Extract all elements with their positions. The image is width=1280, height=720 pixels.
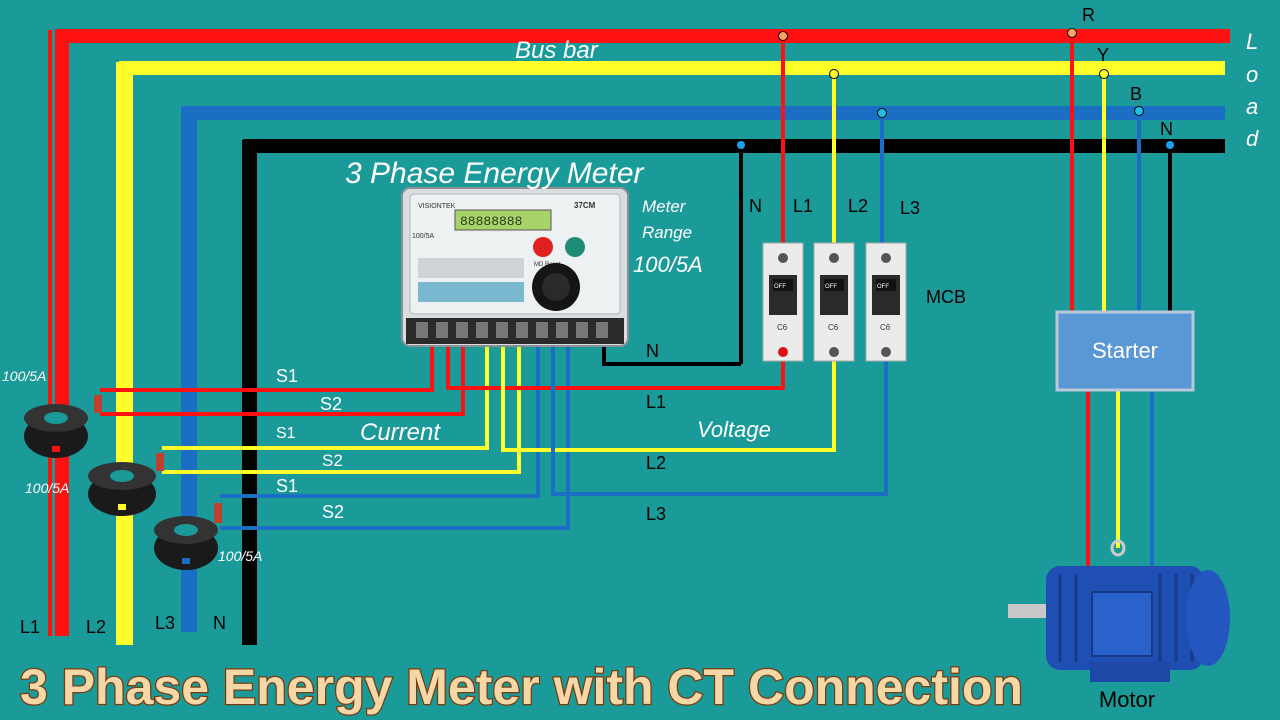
wire-label-l3: L3 — [646, 504, 666, 524]
source-label-n: N — [213, 613, 226, 633]
wire-label-s2-c: S2 — [322, 502, 344, 522]
bus-bar-black-n — [243, 139, 1225, 645]
source-label-l1: L1 — [20, 617, 40, 637]
meter-rating: 100/5A — [412, 233, 435, 240]
page-title: 3 Phase Energy Meter with CT Connection — [20, 659, 1023, 715]
meter-title: 3 Phase Energy Meter — [345, 157, 645, 190]
ct-rating-1: 100/5A — [2, 368, 46, 384]
wire-label-s1-a: S1 — [276, 366, 298, 386]
mcb-l2-rating: C6 — [828, 323, 839, 332]
wire-label-s1-b: S1 — [276, 425, 296, 442]
mcb-top-label-l3: L3 — [900, 198, 920, 218]
load-letter-4: d — [1246, 126, 1259, 151]
mcb-l3-rating: C6 — [880, 323, 891, 332]
ct-1 — [24, 395, 102, 458]
mcb-l2-off: OFF — [825, 284, 837, 290]
mcb-top-label-n: N — [749, 196, 762, 216]
current-label: Current — [360, 419, 441, 446]
bus-label-y: Y — [1097, 45, 1109, 65]
bus-label-n: N — [1160, 119, 1173, 139]
mcb-group: OFF C6 OFF C6 OFF C6 — [762, 242, 907, 362]
meter-range-value: 100/5A — [633, 252, 703, 277]
meter-lcd-digits: 88888888 — [460, 214, 522, 229]
mcb-feed-wires — [602, 36, 884, 366]
meter-nameplate — [418, 282, 524, 302]
wire-label-l1: L1 — [646, 392, 666, 412]
bus-bar-yellow-l2 — [119, 61, 1225, 645]
load-letter-3: a — [1246, 94, 1258, 119]
wire-label-s1-c: S1 — [276, 476, 298, 496]
mcb-top-label-l2: L2 — [848, 196, 868, 216]
current-transformers — [24, 395, 222, 570]
wire-label-s2-b: S2 — [322, 451, 343, 470]
motor: Motor — [1008, 539, 1230, 712]
mcb-l2: OFF C6 — [813, 242, 855, 362]
ct-rating-2: 100/5A — [25, 480, 69, 496]
meter-brand: VISIONTEK — [418, 203, 456, 210]
energy-meter: VISIONTEK 37CM 88888888 100/5A MD Reset — [401, 187, 629, 347]
meter-range-label-2: Range — [642, 223, 692, 242]
mcb-l3: OFF C6 — [865, 242, 907, 362]
motor-fins — [1058, 574, 1194, 662]
ct-rating-3: 100/5A — [218, 548, 262, 564]
meter-n-label: N — [646, 341, 659, 361]
load-label: L o a d — [1246, 29, 1259, 151]
meter-model: 37CM — [574, 201, 596, 210]
bus-bar-label: Bus bar — [515, 37, 599, 64]
meter-lcd — [454, 209, 552, 231]
starter-motor-wires — [1086, 390, 1154, 570]
mcb-label: MCB — [926, 287, 966, 307]
ct-2 — [88, 453, 164, 516]
starter-feed-wires — [1070, 33, 1172, 312]
source-label-l2: L2 — [86, 617, 106, 637]
ct-3 — [154, 503, 222, 570]
starter-label: Starter — [1092, 338, 1158, 363]
bus-label-b: B — [1130, 84, 1142, 104]
meter-green-button — [565, 237, 585, 257]
wire-label-l2: L2 — [646, 453, 666, 473]
bus-tap-dots — [737, 28, 1174, 149]
starter: Starter — [1055, 310, 1195, 392]
load-letter-1: L — [1246, 29, 1258, 54]
mcb-top-label-l1: L1 — [793, 196, 813, 216]
wire-label-s2-a: S2 — [320, 394, 342, 414]
meter-red-button — [533, 237, 553, 257]
voltage-label: Voltage — [697, 417, 771, 442]
mcb-l3-off: OFF — [877, 284, 889, 290]
bus-label-r: R — [1082, 5, 1095, 25]
mcb-l1: OFF C6 — [762, 242, 804, 362]
bus-bar-red-l1 — [55, 29, 1230, 636]
meter-range-label-1: Meter — [642, 197, 687, 216]
mcb-l1-off: OFF — [774, 284, 786, 290]
load-letter-2: o — [1246, 62, 1258, 87]
mcb-l1-rating: C6 — [777, 323, 788, 332]
ct-wiring — [100, 345, 888, 530]
source-label-l3: L3 — [155, 613, 175, 633]
motor-label: Motor — [1099, 687, 1155, 712]
meter-terminals — [416, 322, 608, 338]
